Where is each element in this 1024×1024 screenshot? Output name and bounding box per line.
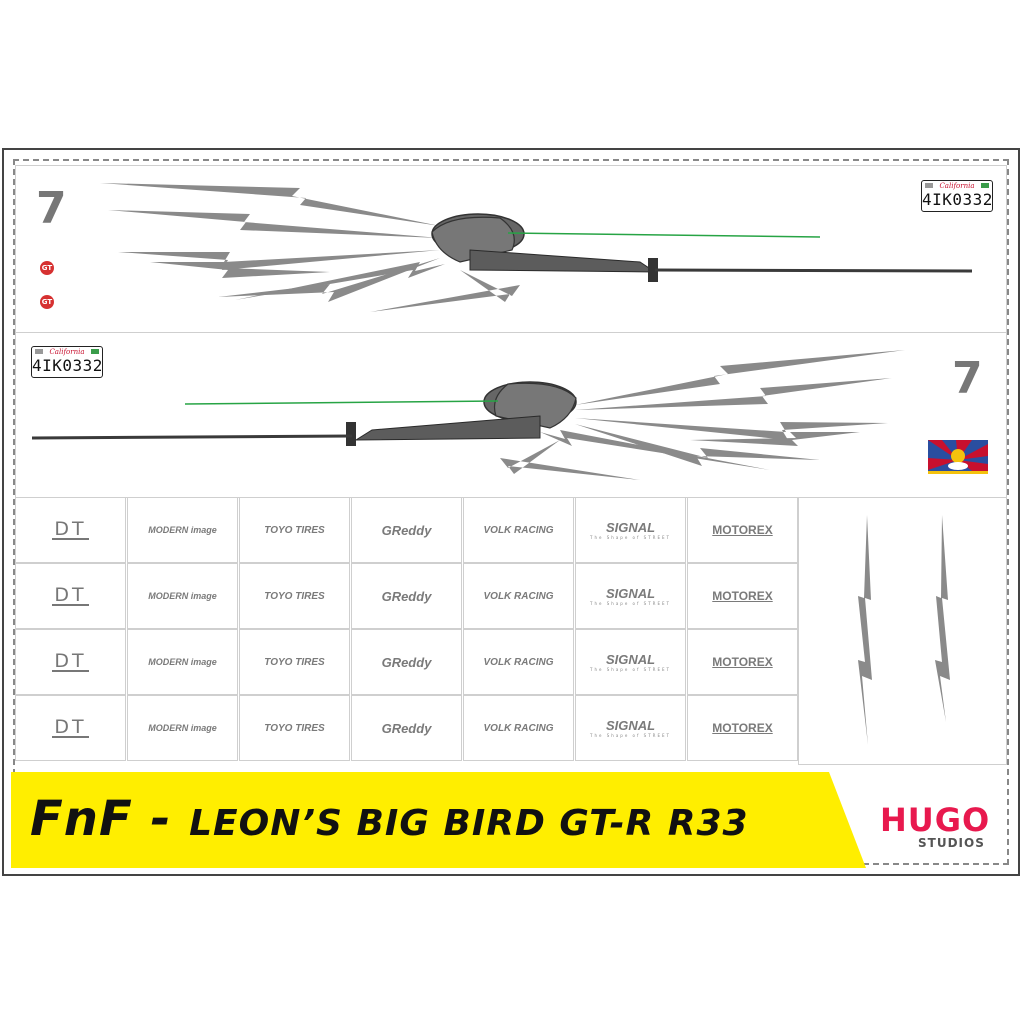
plate-state-text: California <box>49 348 85 356</box>
sponsor-cell: VOLK RACING <box>463 629 574 695</box>
sponsor-cell: MOTOREX <box>687 695 798 761</box>
sponsor-logo-grid: DT MODERN image TOYO TIRES GReddy VOLK R… <box>15 497 798 763</box>
plate-number-text: 4IK0332 <box>32 356 103 375</box>
motorex-logo: MOTOREX <box>712 721 773 735</box>
vertical-decal-panel <box>798 497 1007 765</box>
sponsor-cell: GReddy <box>351 695 462 761</box>
modern-image-logo: MODERN image <box>148 591 217 601</box>
signal-tagline: The Shape of STREET <box>590 535 671 540</box>
sponsor-cell: TOYO TIRES <box>239 497 350 563</box>
modern-image-logo: MODERN image <box>148 525 217 535</box>
top-license-plate: California 4IK0332 <box>921 180 993 212</box>
volk-racing-logo: VOLK RACING <box>483 656 554 668</box>
signal-tagline: The Shape of STREET <box>590 733 671 738</box>
plate-number-text: 4IK0332 <box>922 190 993 209</box>
toyo-tires-logo: TOYO TIRES <box>264 590 325 602</box>
sponsor-cell: MOTOREX <box>687 629 798 695</box>
toyo-tires-logo: TOYO TIRES <box>264 656 325 668</box>
tibetan-flag-decal <box>928 440 988 474</box>
signal-tagline: The Shape of STREET <box>590 601 671 606</box>
dt-logo: DT <box>52 716 89 738</box>
dt-logo: DT <box>52 518 89 540</box>
signal-logo: SIGNAL <box>605 520 656 535</box>
sponsor-cell: VOLK RACING <box>463 497 574 563</box>
sponsor-cell: TOYO TIRES <box>239 629 350 695</box>
sponsor-cell: MOTOREX <box>687 497 798 563</box>
top-decal-panel <box>15 165 1007 333</box>
gt-badge-1: GT <box>40 261 54 275</box>
sponsor-cell: TOYO TIRES <box>239 695 350 761</box>
middle-decal-panel <box>15 332 1007 498</box>
signal-logo: SIGNAL <box>605 586 656 601</box>
sponsor-cell: MODERN image <box>127 563 238 629</box>
middle-number-decal: 7 <box>952 353 983 404</box>
brand-logo: HUGO <box>880 801 991 839</box>
sponsor-cell: VOLK RACING <box>463 563 574 629</box>
dt-logo: DT <box>52 650 89 672</box>
sponsor-cell: DT <box>15 563 126 629</box>
sponsor-cell: GReddy <box>351 497 462 563</box>
sponsor-cell: GReddy <box>351 563 462 629</box>
volk-racing-logo: VOLK RACING <box>483 590 554 602</box>
sponsor-cell: DT <box>15 497 126 563</box>
greddy-logo: GReddy <box>381 588 432 604</box>
motorex-logo: MOTOREX <box>712 523 773 537</box>
brand-subtitle: STUDIOS <box>918 836 985 850</box>
sponsor-cell: MODERN image <box>127 695 238 761</box>
signal-logo: SIGNAL <box>605 652 656 667</box>
sponsor-cell: VOLK RACING <box>463 695 574 761</box>
modern-image-logo: MODERN image <box>148 657 217 667</box>
motorex-logo: MOTOREX <box>712 589 773 603</box>
gt-badge-2: GT <box>40 295 54 309</box>
plate-state-text: California <box>939 182 975 190</box>
sponsor-cell: MODERN image <box>127 629 238 695</box>
page-title: FnF - LEON’S BIG BIRD GT-R R33 <box>30 791 749 847</box>
greddy-logo: GReddy <box>381 522 432 538</box>
middle-license-plate: California 4IK0332 <box>31 346 103 378</box>
sponsor-cell: TOYO TIRES <box>239 563 350 629</box>
title-prefix: FnF - <box>30 791 190 847</box>
modern-image-logo: MODERN image <box>148 723 217 733</box>
top-number-decal: 7 <box>36 183 67 234</box>
title-band <box>11 772 866 868</box>
title-main: LEON’S BIG BIRD GT-R R33 <box>189 803 749 844</box>
greddy-logo: GReddy <box>381 720 432 736</box>
sponsor-cell: MOTOREX <box>687 563 798 629</box>
toyo-tires-logo: TOYO TIRES <box>264 524 325 536</box>
signal-logo: SIGNAL <box>605 718 656 733</box>
dt-logo: DT <box>52 584 89 606</box>
toyo-tires-logo: TOYO TIRES <box>264 722 325 734</box>
greddy-logo: GReddy <box>381 654 432 670</box>
sponsor-cell: DT <box>15 629 126 695</box>
sponsor-cell: MODERN image <box>127 497 238 563</box>
volk-racing-logo: VOLK RACING <box>483 524 554 536</box>
volk-racing-logo: VOLK RACING <box>483 722 554 734</box>
signal-tagline: The Shape of STREET <box>590 667 671 672</box>
motorex-logo: MOTOREX <box>712 655 773 669</box>
sponsor-cell: GReddy <box>351 629 462 695</box>
sponsor-cell: DT <box>15 695 126 761</box>
